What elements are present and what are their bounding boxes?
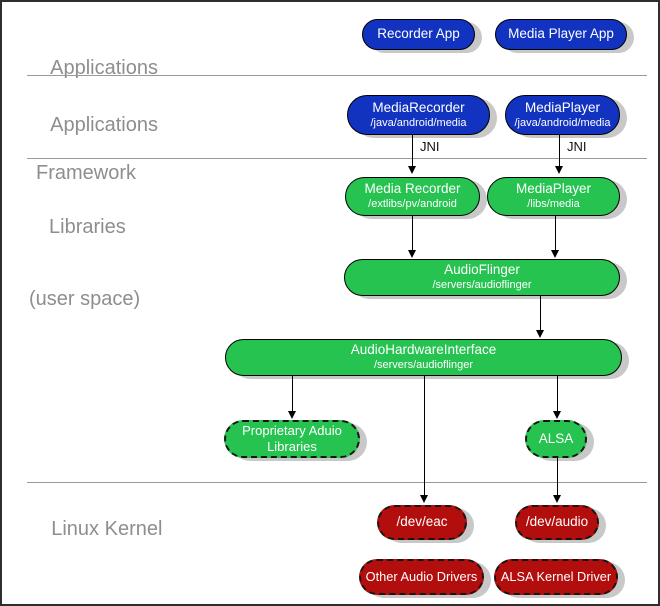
node-title: Proprietary Aduio Libraries [242, 422, 342, 454]
node-title: Media Player App [508, 26, 614, 42]
node-title: Media Recorder [364, 181, 461, 197]
node-dev-audio: /dev/audio [515, 505, 599, 540]
layer-label-text: Linux Kernel [51, 518, 163, 540]
node-subtitle: /servers/audioflinger [432, 279, 532, 292]
node-media-recorder-library: Media Recorder /extlibs/pv/android [345, 177, 480, 216]
node-alsa-kernel-driver: ALSA Kernel Driver [494, 559, 618, 595]
arrow-mediaplayer-lib-to-audioflinger [551, 216, 559, 258]
node-subtitle: /libs/media [527, 198, 580, 211]
jni-label-right: JNI [567, 139, 587, 154]
node-mediarecorder-framework: MediaRecorder /java/android/media [347, 95, 490, 135]
node-title: AudioHardwareInterface [350, 342, 497, 358]
arrow-audioflinger-to-audiohardwareinterface [536, 296, 544, 338]
divider-applications-framework [27, 75, 647, 76]
node-title: MediaPlayer [515, 181, 592, 197]
arrow-mediarecorder-to-media-recorder-lib [408, 135, 416, 174]
node-mediaplayer-framework: MediaPlayer /java/android/media [505, 95, 620, 135]
node-subtitle: /java/android/media [514, 116, 611, 129]
arrow-ahi-to-dev-eac [420, 376, 428, 503]
node-title: Recorder App [377, 26, 460, 42]
node-title: AudioFlinger [444, 262, 520, 278]
node-media-player-app: Media Player App [495, 19, 627, 50]
layer-label-libraries-user-space: Libraries (user space) [29, 167, 140, 359]
node-title: MediaRecorder [372, 99, 465, 115]
node-title: MediaPlayer [524, 99, 601, 115]
jni-label-left: JNI [420, 139, 440, 154]
layer-label-text: Libraries [49, 216, 126, 238]
divider-libraries-kernel [27, 482, 647, 483]
node-title: /dev/audio [525, 514, 589, 530]
node-alsa: ALSA [525, 420, 587, 458]
arrow-alsa-to-dev-audio [553, 458, 561, 503]
node-dev-eac: /dev/eac [377, 505, 467, 540]
layer-label-text: (user space) [29, 288, 141, 310]
node-title: /dev/eac [396, 514, 448, 530]
node-recorder-app: Recorder App [362, 19, 475, 50]
node-audiohardwareinterface: AudioHardwareInterface /servers/audiofli… [225, 339, 622, 376]
arrow-media-recorder-lib-to-audioflinger [408, 216, 416, 258]
node-title: ALSA Kernel Driver [500, 569, 612, 584]
node-other-audio-drivers: Other Audio Drivers [359, 559, 484, 595]
node-proprietary-audio-libraries: Proprietary Aduio Libraries [224, 420, 360, 458]
arrow-mediaplayer-to-mediaplayer-lib [555, 135, 563, 174]
node-subtitle: /extlibs/pv/android [368, 198, 457, 211]
node-mediaplayer-library: MediaPlayer /libs/media [487, 177, 620, 216]
divider-framework-libraries [27, 158, 647, 159]
node-title: ALSA [538, 430, 574, 446]
layer-label-text: Applications [50, 114, 158, 136]
layer-label-applications: Applications [29, 32, 158, 104]
node-subtitle: /servers/audioflinger [373, 359, 474, 372]
layer-label-linux-kernel: Linux Kernel [29, 493, 162, 565]
node-title: Other Audio Drivers [365, 569, 478, 584]
layer-label-text: Applications [50, 57, 158, 79]
layer-label-applications-framework: Applications Framework [29, 89, 158, 233]
node-subtitle: /java/android/media [370, 116, 467, 129]
arrow-ahi-to-proprietary-libraries [288, 376, 296, 419]
layer-label-text: Framework [36, 162, 137, 184]
node-audioflinger: AudioFlinger /servers/audioflinger [344, 259, 620, 296]
arrow-ahi-to-alsa [553, 376, 561, 419]
